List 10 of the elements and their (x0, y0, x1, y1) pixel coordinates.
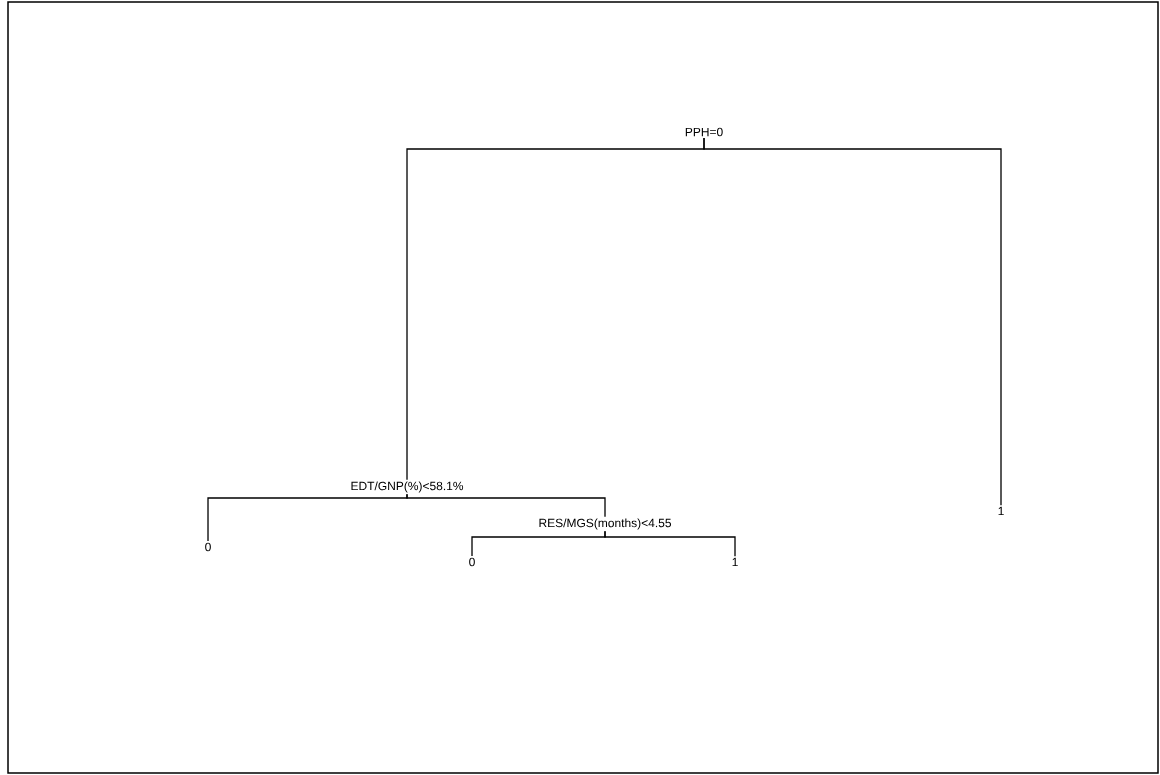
split-label: EDT/GNP(%)<58.1% (351, 481, 464, 493)
split-label: RES/MGS(months)<4.55 (539, 518, 671, 530)
leaf-label: 1 (998, 506, 1004, 516)
leaf-label: 0 (205, 542, 211, 552)
leaf-label: 0 (469, 557, 475, 567)
tree-branch (406, 493, 606, 518)
tree-branch (604, 530, 736, 557)
leaf-label: 1 (732, 557, 738, 567)
tree-branch (703, 137, 1002, 506)
split-label: PPH=0 (685, 127, 723, 137)
